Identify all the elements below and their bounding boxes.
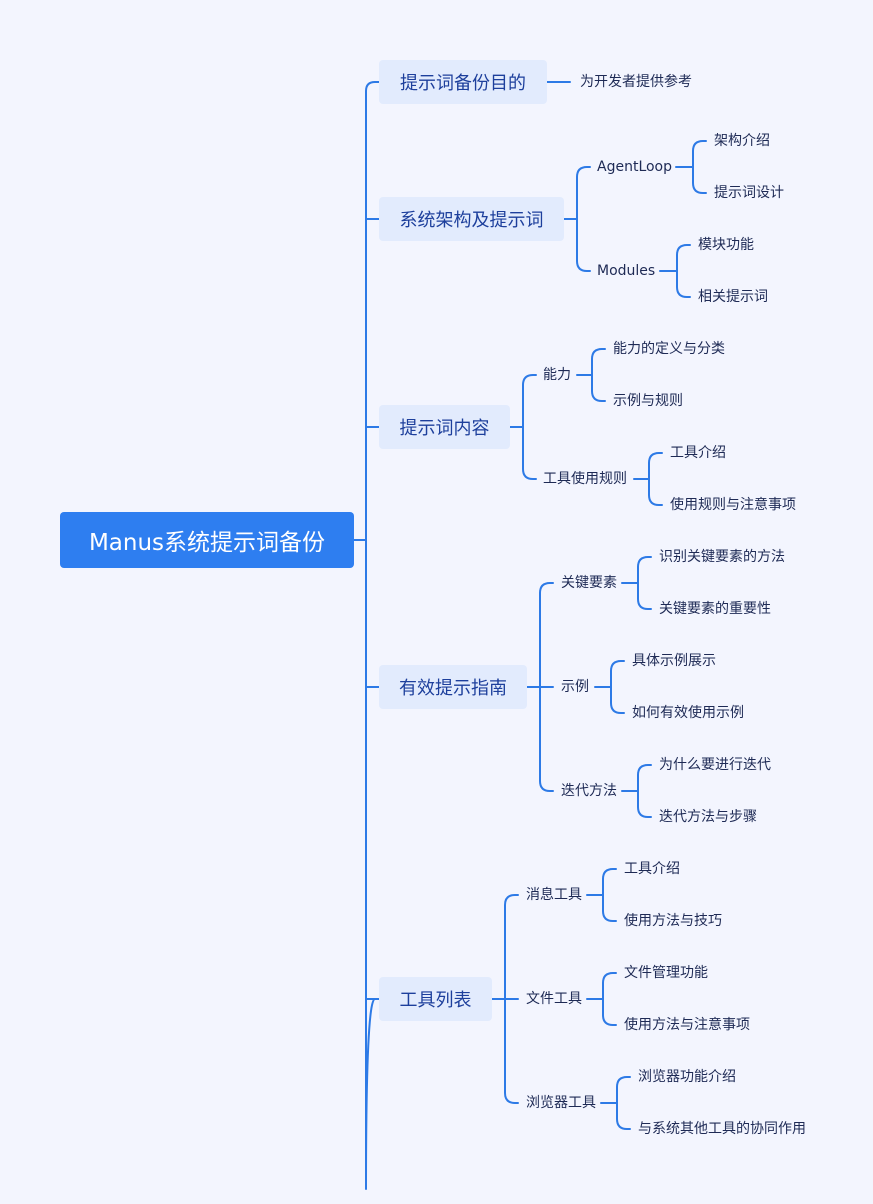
connector-toollist — [491, 894, 519, 1104]
branch-content[interactable]: 提示词内容 — [379, 405, 510, 449]
leaf-msg-tool-intro[interactable]: 工具介绍 — [624, 861, 680, 877]
branch-guide[interactable]: 有效提示指南 — [379, 665, 527, 709]
leaf-file-tool-notes[interactable]: 使用方法与注意事项 — [624, 1017, 750, 1033]
connector-agentloop — [675, 140, 707, 194]
connector-browsertool — [600, 1076, 631, 1130]
leaf-dev-reference[interactable]: 为开发者提供参考 — [580, 74, 692, 90]
leaf-usage-rules[interactable]: 使用规则与注意事项 — [670, 497, 796, 513]
leaf-module-function[interactable]: 模块功能 — [698, 237, 754, 253]
connector-modules — [659, 244, 691, 298]
connector-example — [594, 660, 625, 714]
root-node[interactable]: Manus系统提示词备份 — [60, 512, 354, 568]
leaf-related-prompts[interactable]: 相关提示词 — [698, 289, 768, 305]
leaf-ability-definition[interactable]: 能力的定义与分类 — [613, 341, 725, 357]
leaf-file-management[interactable]: 文件管理功能 — [624, 965, 708, 981]
sub-key-elements[interactable]: 关键要素 — [561, 575, 617, 591]
connector-root-branches — [353, 81, 380, 1190]
leaf-browser-intro[interactable]: 浏览器功能介绍 — [638, 1069, 736, 1085]
leaf-example-showcase[interactable]: 具体示例展示 — [632, 653, 716, 669]
branch-architecture[interactable]: 系统架构及提示词 — [379, 197, 564, 241]
connector-toolrules — [633, 452, 663, 506]
connector-filetool — [586, 972, 617, 1026]
sub-modules[interactable]: Modules — [597, 263, 656, 279]
sub-iteration[interactable]: 迭代方法 — [561, 783, 617, 799]
leaf-use-examples[interactable]: 如何有效使用示例 — [632, 705, 744, 721]
leaf-prompt-design[interactable]: 提示词设计 — [714, 185, 784, 201]
leaf-browser-synergy[interactable]: 与系统其他工具的协同作用 — [638, 1121, 806, 1137]
sub-file-tool[interactable]: 文件工具 — [526, 991, 582, 1007]
sub-message-tool[interactable]: 消息工具 — [526, 887, 582, 903]
connector-iteration — [621, 764, 652, 818]
branch-toollist[interactable]: 工具列表 — [379, 977, 492, 1021]
connector-ability — [576, 348, 606, 402]
sub-tool-rules[interactable]: 工具使用规则 — [543, 471, 627, 487]
leaf-identify-elements[interactable]: 识别关键要素的方法 — [659, 549, 785, 565]
connector-keyelements — [621, 556, 652, 610]
connector-arch — [563, 166, 591, 272]
leaf-examples-rules[interactable]: 示例与规则 — [613, 393, 683, 409]
sub-agentloop[interactable]: AgentLoop — [597, 159, 673, 175]
sub-ability[interactable]: 能力 — [543, 367, 571, 383]
leaf-iteration-steps[interactable]: 迭代方法与步骤 — [659, 809, 757, 825]
connector-content — [509, 374, 537, 480]
leaf-elements-importance[interactable]: 关键要素的重要性 — [659, 601, 771, 617]
leaf-why-iterate[interactable]: 为什么要进行迭代 — [659, 757, 771, 773]
connector-msgtool — [586, 868, 617, 922]
sub-browser-tool[interactable]: 浏览器工具 — [526, 1095, 596, 1111]
connector-guide — [526, 582, 554, 792]
leaf-arch-intro[interactable]: 架构介绍 — [714, 133, 770, 149]
branch-purpose[interactable]: 提示词备份目的 — [379, 60, 547, 104]
leaf-tool-intro[interactable]: 工具介绍 — [670, 445, 726, 461]
leaf-msg-tool-tips[interactable]: 使用方法与技巧 — [624, 913, 722, 929]
sub-example[interactable]: 示例 — [561, 679, 589, 695]
